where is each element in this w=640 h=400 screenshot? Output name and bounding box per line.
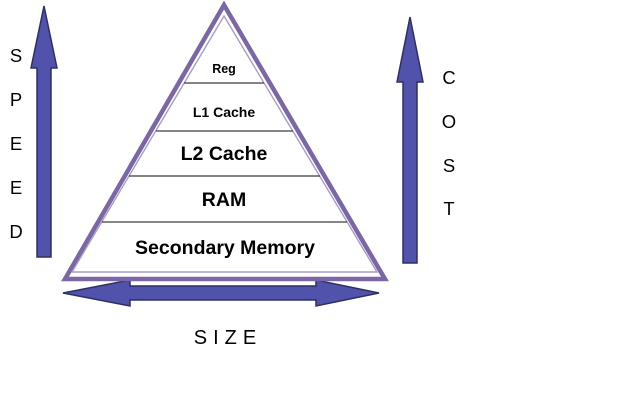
speed-axis-letter: P bbox=[10, 89, 22, 110]
pyramid-level-label-l2-cache: L2 Cache bbox=[181, 143, 268, 165]
cost-axis-letter: S bbox=[443, 155, 455, 176]
cost-axis-letter: T bbox=[443, 198, 454, 219]
pyramid-level-label-ram: RAM bbox=[202, 189, 246, 211]
size-axis-label: SIZE bbox=[194, 327, 262, 349]
pyramid-level-label-l1-cache: L1 Cache bbox=[193, 104, 255, 120]
cost-axis-letter: O bbox=[442, 111, 456, 132]
cost-axis-letter: C bbox=[442, 67, 455, 88]
speed-up-arrow bbox=[30, 5, 58, 258]
speed-axis-letter: D bbox=[9, 221, 22, 242]
speed-axis-letter: S bbox=[10, 45, 22, 66]
speed-axis-letter: E bbox=[10, 133, 22, 154]
pyramid-inner-border bbox=[70, 14, 379, 273]
pyramid-level-label-reg: Reg bbox=[212, 62, 236, 76]
size-horizontal-arrow bbox=[62, 279, 380, 307]
pyramid-outer-border bbox=[61, 0, 389, 282]
speed-axis-letter: E bbox=[10, 177, 22, 198]
pyramid-level-label-secondary-memory: Secondary Memory bbox=[135, 237, 315, 259]
cost-up-arrow bbox=[396, 16, 424, 264]
